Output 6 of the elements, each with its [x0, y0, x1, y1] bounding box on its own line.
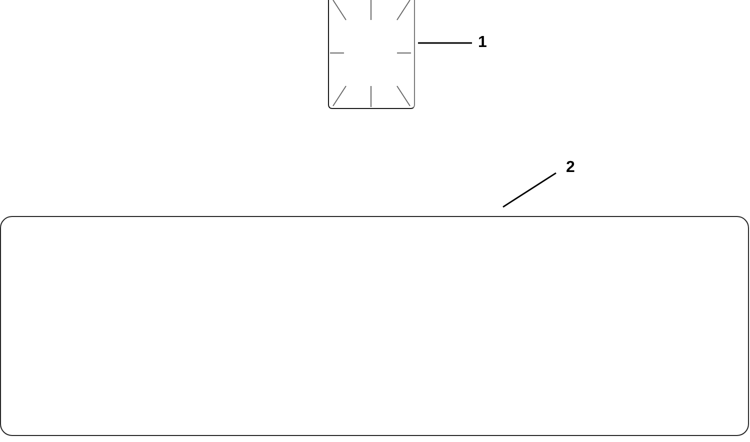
leader-line: [418, 42, 472, 44]
leader-line: [502, 172, 556, 208]
decal-outline: [328, 0, 415, 109]
callout-number: 2: [566, 159, 576, 177]
decal-outline: [0, 216, 749, 436]
callout-number: 1: [478, 34, 488, 52]
